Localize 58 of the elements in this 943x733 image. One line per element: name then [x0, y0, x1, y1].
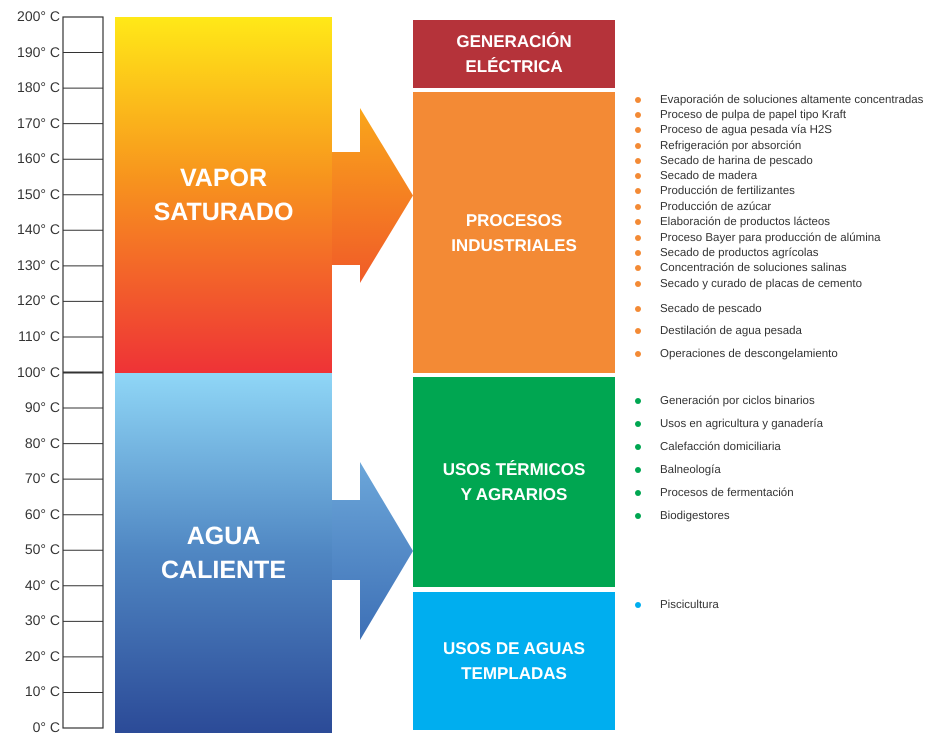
- axis-label: 80° C: [24, 434, 60, 451]
- application-item: Balneología: [660, 463, 721, 477]
- axis-label: 40° C: [24, 576, 60, 593]
- application-item: Generación por ciclos binarios: [660, 394, 815, 408]
- application-item: Refrigeración por absorción: [660, 139, 802, 153]
- axis-label: 170° C: [16, 114, 60, 131]
- axis-label: 30° C: [24, 612, 60, 628]
- axis-label: 60° C: [24, 506, 60, 522]
- application-item: Secado de productos agrícolas: [660, 246, 819, 260]
- axis-label: 150° C: [16, 186, 60, 202]
- category-title: GENERACIÓN ELÉCTRICA: [455, 31, 573, 78]
- category-box: [413, 592, 615, 730]
- axis-label: 160° C: [16, 150, 60, 166]
- axis-label: 90° C: [24, 399, 60, 416]
- axis-label: 110° C: [17, 328, 60, 344]
- application-item: Operaciones de descongelamiento: [660, 347, 838, 361]
- axis-label: 70° C: [24, 470, 60, 486]
- temperature-band: [115, 373, 332, 733]
- axis-label: 190° C: [16, 44, 60, 60]
- application-item: Proceso de pulpa de papel tipo Kraft: [660, 108, 846, 122]
- application-item: Proceso de agua pesada vía H2S: [660, 123, 832, 137]
- axis-label: 140° C: [16, 221, 60, 238]
- category-box: [413, 20, 615, 88]
- block-arrow: [332, 108, 413, 283]
- application-item: Secado y curado de placas de cemento: [660, 277, 862, 291]
- application-item: Proceso Bayer para producción de alúmina: [660, 231, 881, 245]
- category-title: VAPOR SATURADO: [152, 163, 294, 228]
- category-box: [413, 377, 615, 587]
- axis-label: 10° C: [24, 683, 60, 700]
- application-item: Secado de madera: [660, 169, 758, 183]
- axis-label: 50° C: [24, 541, 60, 558]
- application-item: Calefacción domiciliaria: [660, 440, 781, 454]
- application-item: Producción de azúcar: [660, 200, 772, 214]
- category-title: AGUA CALIENTE: [160, 521, 287, 586]
- axis-label: 200° C: [16, 8, 60, 24]
- application-item: Concentración de soluciones salinas: [660, 261, 847, 275]
- application-item: Secado de harina de pescado: [660, 154, 813, 168]
- axis-label: 130° C: [16, 256, 60, 273]
- category-title: PROCESOS INDUSTRIALES: [450, 210, 578, 256]
- application-item: Piscicultura: [660, 598, 719, 612]
- axis-label: 0° C: [32, 719, 60, 733]
- application-item: Usos en agricultura y ganadería: [660, 417, 824, 431]
- axis-label: 20° C: [24, 648, 60, 664]
- block-arrow: [332, 462, 413, 640]
- category-title: USOS DE AGUAS TEMPLADAS: [442, 638, 586, 685]
- application-item: Secado de pescado: [660, 302, 762, 316]
- application-item: Evaporación de soluciones altamente concentradas: [660, 93, 924, 107]
- application-item: Biodigestores: [660, 509, 730, 523]
- application-item: Elaboración de productos lácteos: [660, 215, 830, 229]
- application-item: Destilación de agua pesada: [660, 324, 802, 338]
- category-box: [413, 92, 615, 373]
- axis-label: 120° C: [16, 292, 60, 308]
- application-item: Producción de fertilizantes: [660, 184, 795, 198]
- application-item: Procesos de fermentación: [660, 486, 794, 500]
- temperature-band: [115, 17, 332, 373]
- axis-label: 180° C: [16, 79, 60, 96]
- axis-label: 100° C: [16, 364, 60, 380]
- category-title: USOS TÉRMICOS Y AGRARIOS: [442, 459, 586, 506]
